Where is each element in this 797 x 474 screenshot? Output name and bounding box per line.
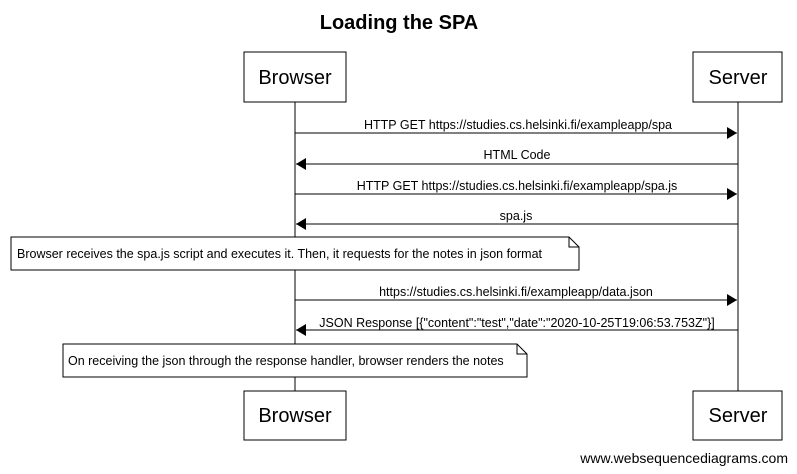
note-2: On receiving the json through the respon…: [62, 343, 528, 378]
note-2-fold: [516, 344, 527, 355]
note-2-box: [62, 343, 528, 378]
note-2-text: On receiving the json through the respon…: [68, 354, 504, 368]
browser-actor-top-label: Browser: [258, 67, 332, 89]
message-6-label: JSON Response [{"content":"test","date":…: [319, 316, 714, 330]
message-3-label: HTTP GET https://studies.cs.helsinki.fi/…: [357, 179, 678, 193]
message-3: HTTP GET https://studies.cs.helsinki.fi/…: [295, 179, 737, 200]
message-1: HTTP GET https://studies.cs.helsinki.fi/…: [295, 118, 737, 139]
server-actor-top: Server: [692, 51, 783, 103]
browser-actor-top: Browser: [243, 51, 347, 103]
browser-actor-bottom: Browser: [243, 390, 347, 441]
footer-credit-link[interactable]: www.websequencediagrams.com: [579, 450, 788, 466]
message-6: JSON Response [{"content":"test","date":…: [296, 316, 738, 336]
note-1-text: Browser receives the spa.js script and e…: [17, 247, 543, 261]
server-actor-top-label: Server: [709, 67, 768, 89]
note-1-fold: [568, 237, 579, 248]
message-1-label: HTTP GET https://studies.cs.helsinki.fi/…: [364, 118, 672, 132]
message-2-label: HTML Code: [484, 148, 551, 162]
message-5-label: https://studies.cs.helsinki.fi/exampleap…: [379, 285, 653, 299]
message-4: spa.js: [296, 209, 738, 230]
server-actor-bottom: Server: [692, 390, 783, 441]
note-1: Browser receives the spa.js script and e…: [10, 236, 580, 271]
server-actor-bottom-label: Server: [709, 405, 768, 427]
browser-actor-bottom-label: Browser: [258, 405, 332, 427]
message-5: https://studies.cs.helsinki.fi/exampleap…: [295, 285, 737, 306]
message-2: HTML Code: [296, 148, 738, 170]
message-4-label: spa.js: [500, 209, 533, 223]
diagram-title: Loading the SPA: [320, 12, 479, 34]
note-1-box: [10, 236, 580, 271]
